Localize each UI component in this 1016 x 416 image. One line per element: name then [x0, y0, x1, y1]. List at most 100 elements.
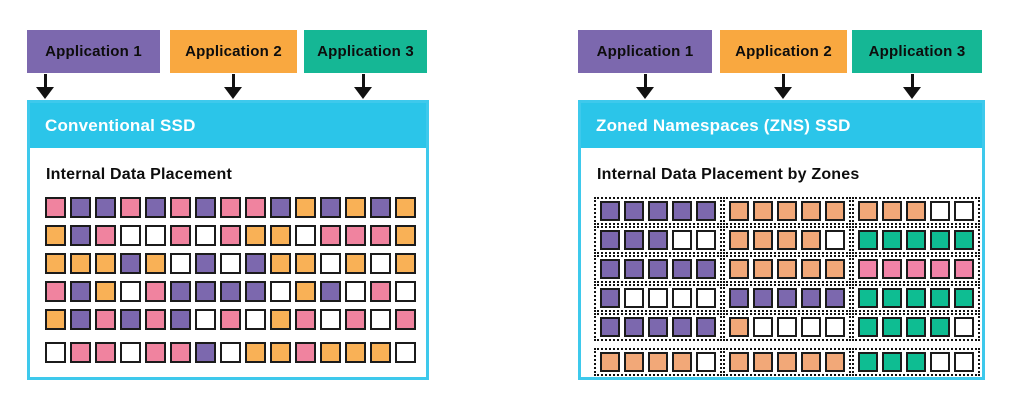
block-row [45, 225, 416, 246]
orange-data-block [345, 342, 366, 363]
teal-data-block [954, 230, 974, 250]
zone-row [594, 226, 980, 254]
orange-data-block [370, 342, 391, 363]
white-data-block [295, 225, 316, 246]
zone-3-box [852, 255, 980, 283]
pink-data-block [45, 197, 66, 218]
pink-data-block [295, 342, 316, 363]
orange-data-block [320, 342, 341, 363]
purple-data-block [696, 201, 716, 221]
white-data-block [170, 253, 191, 274]
orange-data-block [45, 225, 66, 246]
orange-data-block [825, 201, 845, 221]
white-data-block [954, 352, 974, 372]
purple-data-block [600, 288, 620, 308]
orange-data-block [395, 253, 416, 274]
orange-data-block [95, 253, 116, 274]
conventional-ssd-title: Conventional SSD [45, 115, 196, 135]
white-data-block [220, 342, 241, 363]
orange-data-block [145, 253, 166, 274]
orange-data-block [753, 352, 773, 372]
orange-data-block [70, 253, 91, 274]
purple-data-block [320, 197, 341, 218]
purple-data-block [120, 309, 141, 330]
pink-data-block [370, 281, 391, 302]
pink-data-block [295, 309, 316, 330]
zone-3-box [852, 197, 980, 225]
orange-data-block [753, 259, 773, 279]
orange-data-block [906, 201, 926, 221]
white-data-block [696, 230, 716, 250]
zone-row [594, 255, 980, 283]
down-arrow-icon [354, 74, 372, 99]
teal-data-block [858, 352, 878, 372]
purple-data-block [600, 230, 620, 250]
teal-data-block [906, 288, 926, 308]
teal-data-block [858, 230, 878, 250]
pink-data-block [70, 342, 91, 363]
purple-data-block [600, 317, 620, 337]
teal-data-block [906, 230, 926, 250]
white-data-block [270, 281, 291, 302]
down-arrow-icon [774, 74, 792, 99]
orange-data-block [882, 201, 902, 221]
teal-data-block [858, 317, 878, 337]
purple-data-block [70, 281, 91, 302]
pink-data-block [395, 309, 416, 330]
white-data-block [954, 317, 974, 337]
white-data-block [954, 201, 974, 221]
purple-data-block [777, 288, 797, 308]
purple-data-block [70, 309, 91, 330]
purple-data-block [753, 288, 773, 308]
application-1-box: Application 1 [578, 30, 712, 73]
purple-data-block [672, 317, 692, 337]
pink-data-block [95, 309, 116, 330]
pink-data-block [120, 197, 141, 218]
block-row [45, 253, 416, 274]
orange-data-block [270, 225, 291, 246]
teal-data-block [930, 230, 950, 250]
pink-data-block [145, 281, 166, 302]
application-2-box: Application 2 [170, 30, 297, 73]
orange-data-block [345, 197, 366, 218]
internal-data-placement-title: Internal Data Placement [46, 166, 232, 183]
zns-ssd-title: Zoned Namespaces (ZNS) SSD [596, 115, 851, 135]
application-2-label: Application 2 [185, 43, 282, 60]
white-data-block [696, 352, 716, 372]
white-data-block [672, 230, 692, 250]
white-data-block [145, 225, 166, 246]
white-data-block [672, 288, 692, 308]
pink-data-block [320, 225, 341, 246]
zone-row [594, 313, 980, 341]
orange-data-block [245, 342, 266, 363]
orange-data-block [753, 201, 773, 221]
pink-data-block [345, 225, 366, 246]
pink-data-block [370, 225, 391, 246]
white-data-block [45, 342, 66, 363]
white-data-block [195, 309, 216, 330]
white-data-block [395, 342, 416, 363]
white-data-block [120, 225, 141, 246]
teal-data-block [858, 288, 878, 308]
white-data-block [825, 317, 845, 337]
pink-data-block [170, 225, 191, 246]
white-data-block [696, 288, 716, 308]
orange-data-block [395, 225, 416, 246]
down-arrow-icon [36, 74, 54, 99]
zone-row [594, 197, 980, 225]
white-data-block [370, 253, 391, 274]
purple-data-block [120, 253, 141, 274]
white-data-block [220, 253, 241, 274]
orange-data-block [672, 352, 692, 372]
purple-data-block [245, 281, 266, 302]
purple-data-block [95, 197, 116, 218]
teal-data-block [882, 230, 902, 250]
zns-ssd-header: Zoned Namespaces (ZNS) SSD [581, 103, 982, 148]
purple-data-block [672, 259, 692, 279]
zone-2-box [723, 284, 851, 312]
orange-data-block [245, 225, 266, 246]
orange-data-block [345, 253, 366, 274]
white-data-block [624, 288, 644, 308]
zone-1-box [594, 197, 722, 225]
purple-data-block [696, 259, 716, 279]
